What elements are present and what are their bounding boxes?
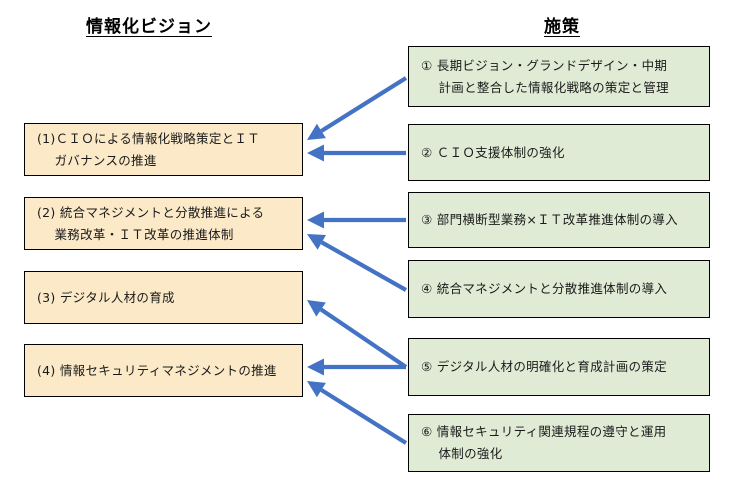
- vision-box-2-line2: 業務改革・ＩＴ改革の推進体制: [54, 226, 234, 242]
- arrow-measure5-to-vision4: [307, 358, 406, 376]
- arrow-measure3-to-vision2: [307, 211, 406, 229]
- measure-box-5[interactable]: ⑤ デジタル人材の明確化と育成計画の策定: [408, 338, 710, 396]
- vision-box-4-line1: (4) 情報セキュリティマネジメントの推進: [37, 362, 277, 378]
- vision-box-2-line1: (2) 統合マネジメントと分散推進による: [37, 204, 265, 220]
- measure-box-2-line1: ② ＣＩＯ支援体制の強化: [421, 144, 565, 160]
- vision-box-4[interactable]: (4) 情報セキュリティマネジメントの推進: [24, 344, 303, 397]
- measure-box-2[interactable]: ② ＣＩＯ支援体制の強化: [408, 124, 710, 181]
- column-title-vision: 情報化ビジョン: [86, 17, 212, 37]
- vision-box-1-line1: (1)ＣＩＯによる情報化戦略策定とＩＴ: [37, 130, 261, 146]
- arrow-measure2-to-vision1: [307, 144, 406, 162]
- vision-box-2[interactable]: (2) 統合マネジメントと分散推進による業務改革・ＩＴ改革の推進体制: [24, 197, 303, 250]
- measure-box-6-line2: 体制の強化: [438, 446, 503, 461]
- arrow-measure4-to-vision2: [307, 234, 408, 292]
- arrow-measure1-to-vision1: [307, 76, 408, 140]
- arrow-measure5-to-vision3: [307, 300, 408, 369]
- measure-box-6[interactable]: ⑥ 情報セキュリティ関連規程の遵守と運用体制の強化: [408, 414, 710, 472]
- measure-box-4-line1: ④ 統合マネジメントと分散推進体制の導入: [421, 281, 668, 297]
- measure-box-4[interactable]: ④ 統合マネジメントと分散推進体制の導入: [408, 260, 710, 318]
- vision-box-3-line1: (3) デジタル人材の育成: [37, 289, 175, 305]
- measure-box-1-line1: ① 長期ビジョン・グランドデザイン・中期: [421, 57, 668, 73]
- vision-box-1-line2: ガバナンスの推進: [54, 152, 157, 168]
- measure-box-5-line1: ⑤ デジタル人材の明確化と育成計画の策定: [421, 359, 667, 375]
- measure-box-3-line1: ③ 部門横断型業務×ＩＴ改革推進体制の導入: [421, 212, 678, 228]
- measure-box-3[interactable]: ③ 部門横断型業務×ＩＴ改革推進体制の導入: [408, 192, 710, 248]
- column-title-measures: 施策: [544, 17, 580, 37]
- measure-box-1[interactable]: ① 長期ビジョン・グランドデザイン・中期計画と整合した情報化戦略の策定と管理: [408, 46, 710, 107]
- measure-box-1-line2: 計画と整合した情報化戦略の策定と管理: [438, 79, 669, 95]
- vision-box-1[interactable]: (1)ＣＩＯによる情報化戦略策定とＩＴ ガバナンスの推進: [24, 123, 303, 176]
- measure-box-6-line1: ⑥ 情報セキュリティ関連規程の遵守と運用: [421, 424, 667, 440]
- vision-box-3[interactable]: (3) デジタル人材の育成: [24, 271, 303, 324]
- arrow-measure6-to-vision4: [307, 381, 408, 445]
